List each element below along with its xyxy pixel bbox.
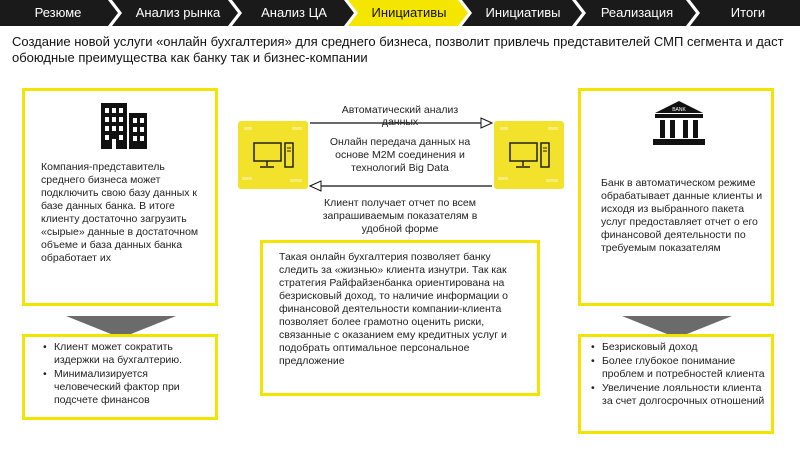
tab-shape-resume[interactable] [0, 0, 118, 26]
client-device [238, 121, 308, 189]
computer-monitor-icon [242, 127, 302, 182]
left-down-arrow [66, 316, 176, 338]
computer-monitor-icon [498, 127, 558, 182]
office-building-icon [101, 103, 147, 149]
tab-market-analysis[interactable]: Анализ рынка [135, 5, 221, 20]
list-item: Минимализируется человеческий фактор при… [43, 368, 209, 407]
tab-initiatives-active[interactable]: Инициативы [371, 5, 447, 20]
nav-shapes [0, 0, 800, 26]
tab-shape-target-audience[interactable] [232, 0, 354, 26]
client-company-box: Компания-представитель среднего бизнеса … [22, 88, 218, 306]
tab-implementation[interactable]: Реализация [600, 5, 674, 20]
client-benefits-box: Клиент может сократить издержки на бухга… [22, 334, 218, 420]
list-item: Более глубокое понимание проблем и потре… [591, 355, 769, 381]
tab-target-audience[interactable]: Анализ ЦА [261, 5, 327, 20]
client-benefits-list: Клиент может сократить издержки на бухга… [43, 341, 209, 408]
tab-shape-initiatives-2[interactable] [462, 0, 582, 26]
section-nav: Резюме Анализ рынка Анализ ЦА Инициативы… [0, 0, 800, 26]
tab-initiatives-2[interactable]: Инициативы [485, 5, 561, 20]
bank-box: BANK Банк в автоматическом режиме обраба… [578, 88, 774, 306]
bank-text: Банк в автоматическом режиме обрабатывае… [601, 177, 763, 254]
tab-shape-market[interactable] [112, 0, 238, 26]
online-accounting-text: Такая онлайн бухгалтерия позволяет банку… [279, 251, 508, 367]
client-report-label: Клиент получает отчет по всем запрашивае… [322, 197, 478, 235]
auto-analysis-label: Автоматический анализ данных [341, 104, 459, 128]
tab-results[interactable]: Итоги [730, 5, 766, 20]
arrow-to-client [308, 180, 492, 192]
bank-benefits-list: Безрисковый доход Более глубокое пониман… [591, 341, 769, 409]
client-company-text: Компания-представитель среднего бизнеса … [41, 161, 199, 264]
list-item: Безрисковый доход [591, 341, 769, 354]
tab-shape-results[interactable] [690, 0, 800, 26]
list-item: Клиент может сократить издержки на бухга… [43, 341, 209, 367]
bank-benefits-box: Безрисковый доход Более глубокое пониман… [578, 334, 774, 434]
bank-device [494, 121, 564, 189]
list-item: Увеличение лояльности клиента за счет до… [591, 382, 769, 408]
page-headline: Создание новой услуги «онлайн бухгалтери… [12, 34, 784, 65]
bank-building-icon: BANK [653, 101, 705, 145]
tab-shape-initiatives-active[interactable] [348, 0, 468, 26]
tab-shape-implementation[interactable] [576, 0, 696, 26]
right-down-arrow [622, 316, 732, 338]
bank-icon-caption: BANK [672, 107, 686, 113]
online-accounting-box: Такая онлайн бухгалтерия позволяет банку… [260, 240, 540, 396]
m2m-transfer-label: Онлайн передача данных на основе M2M сое… [329, 136, 471, 174]
tab-resume[interactable]: Резюме [34, 5, 82, 20]
